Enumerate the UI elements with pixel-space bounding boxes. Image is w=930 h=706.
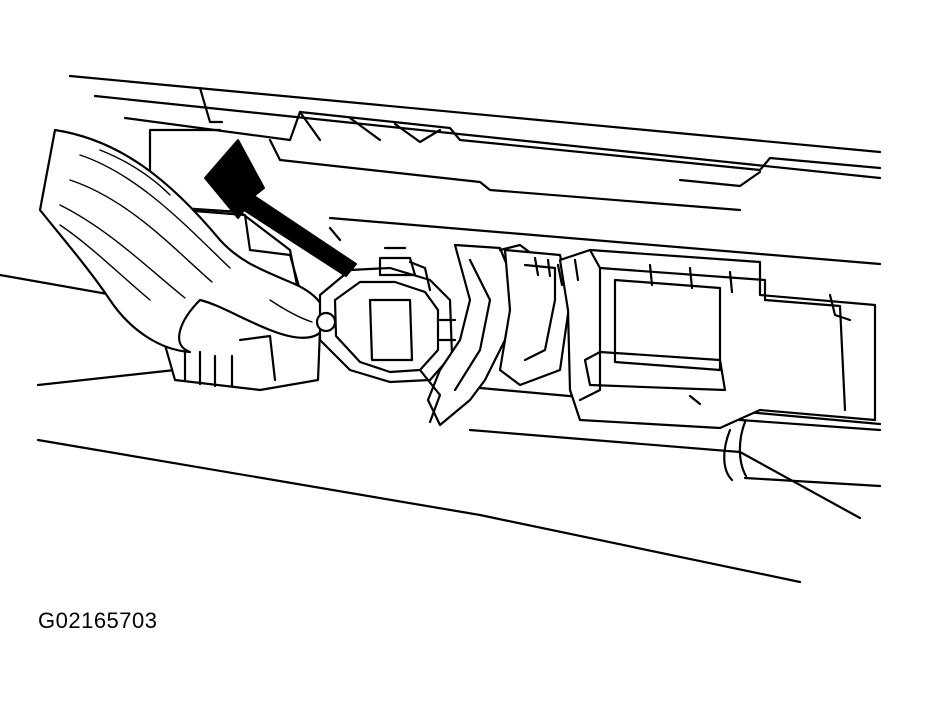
technician-hand	[38, 128, 328, 354]
tube	[723, 418, 882, 488]
electrical-connector	[315, 246, 457, 384]
figure-id-label: G02165703	[38, 608, 158, 633]
pointer-arrow-icon	[204, 139, 357, 277]
right-module	[556, 248, 877, 430]
upper-panel-lines	[68, 74, 882, 212]
